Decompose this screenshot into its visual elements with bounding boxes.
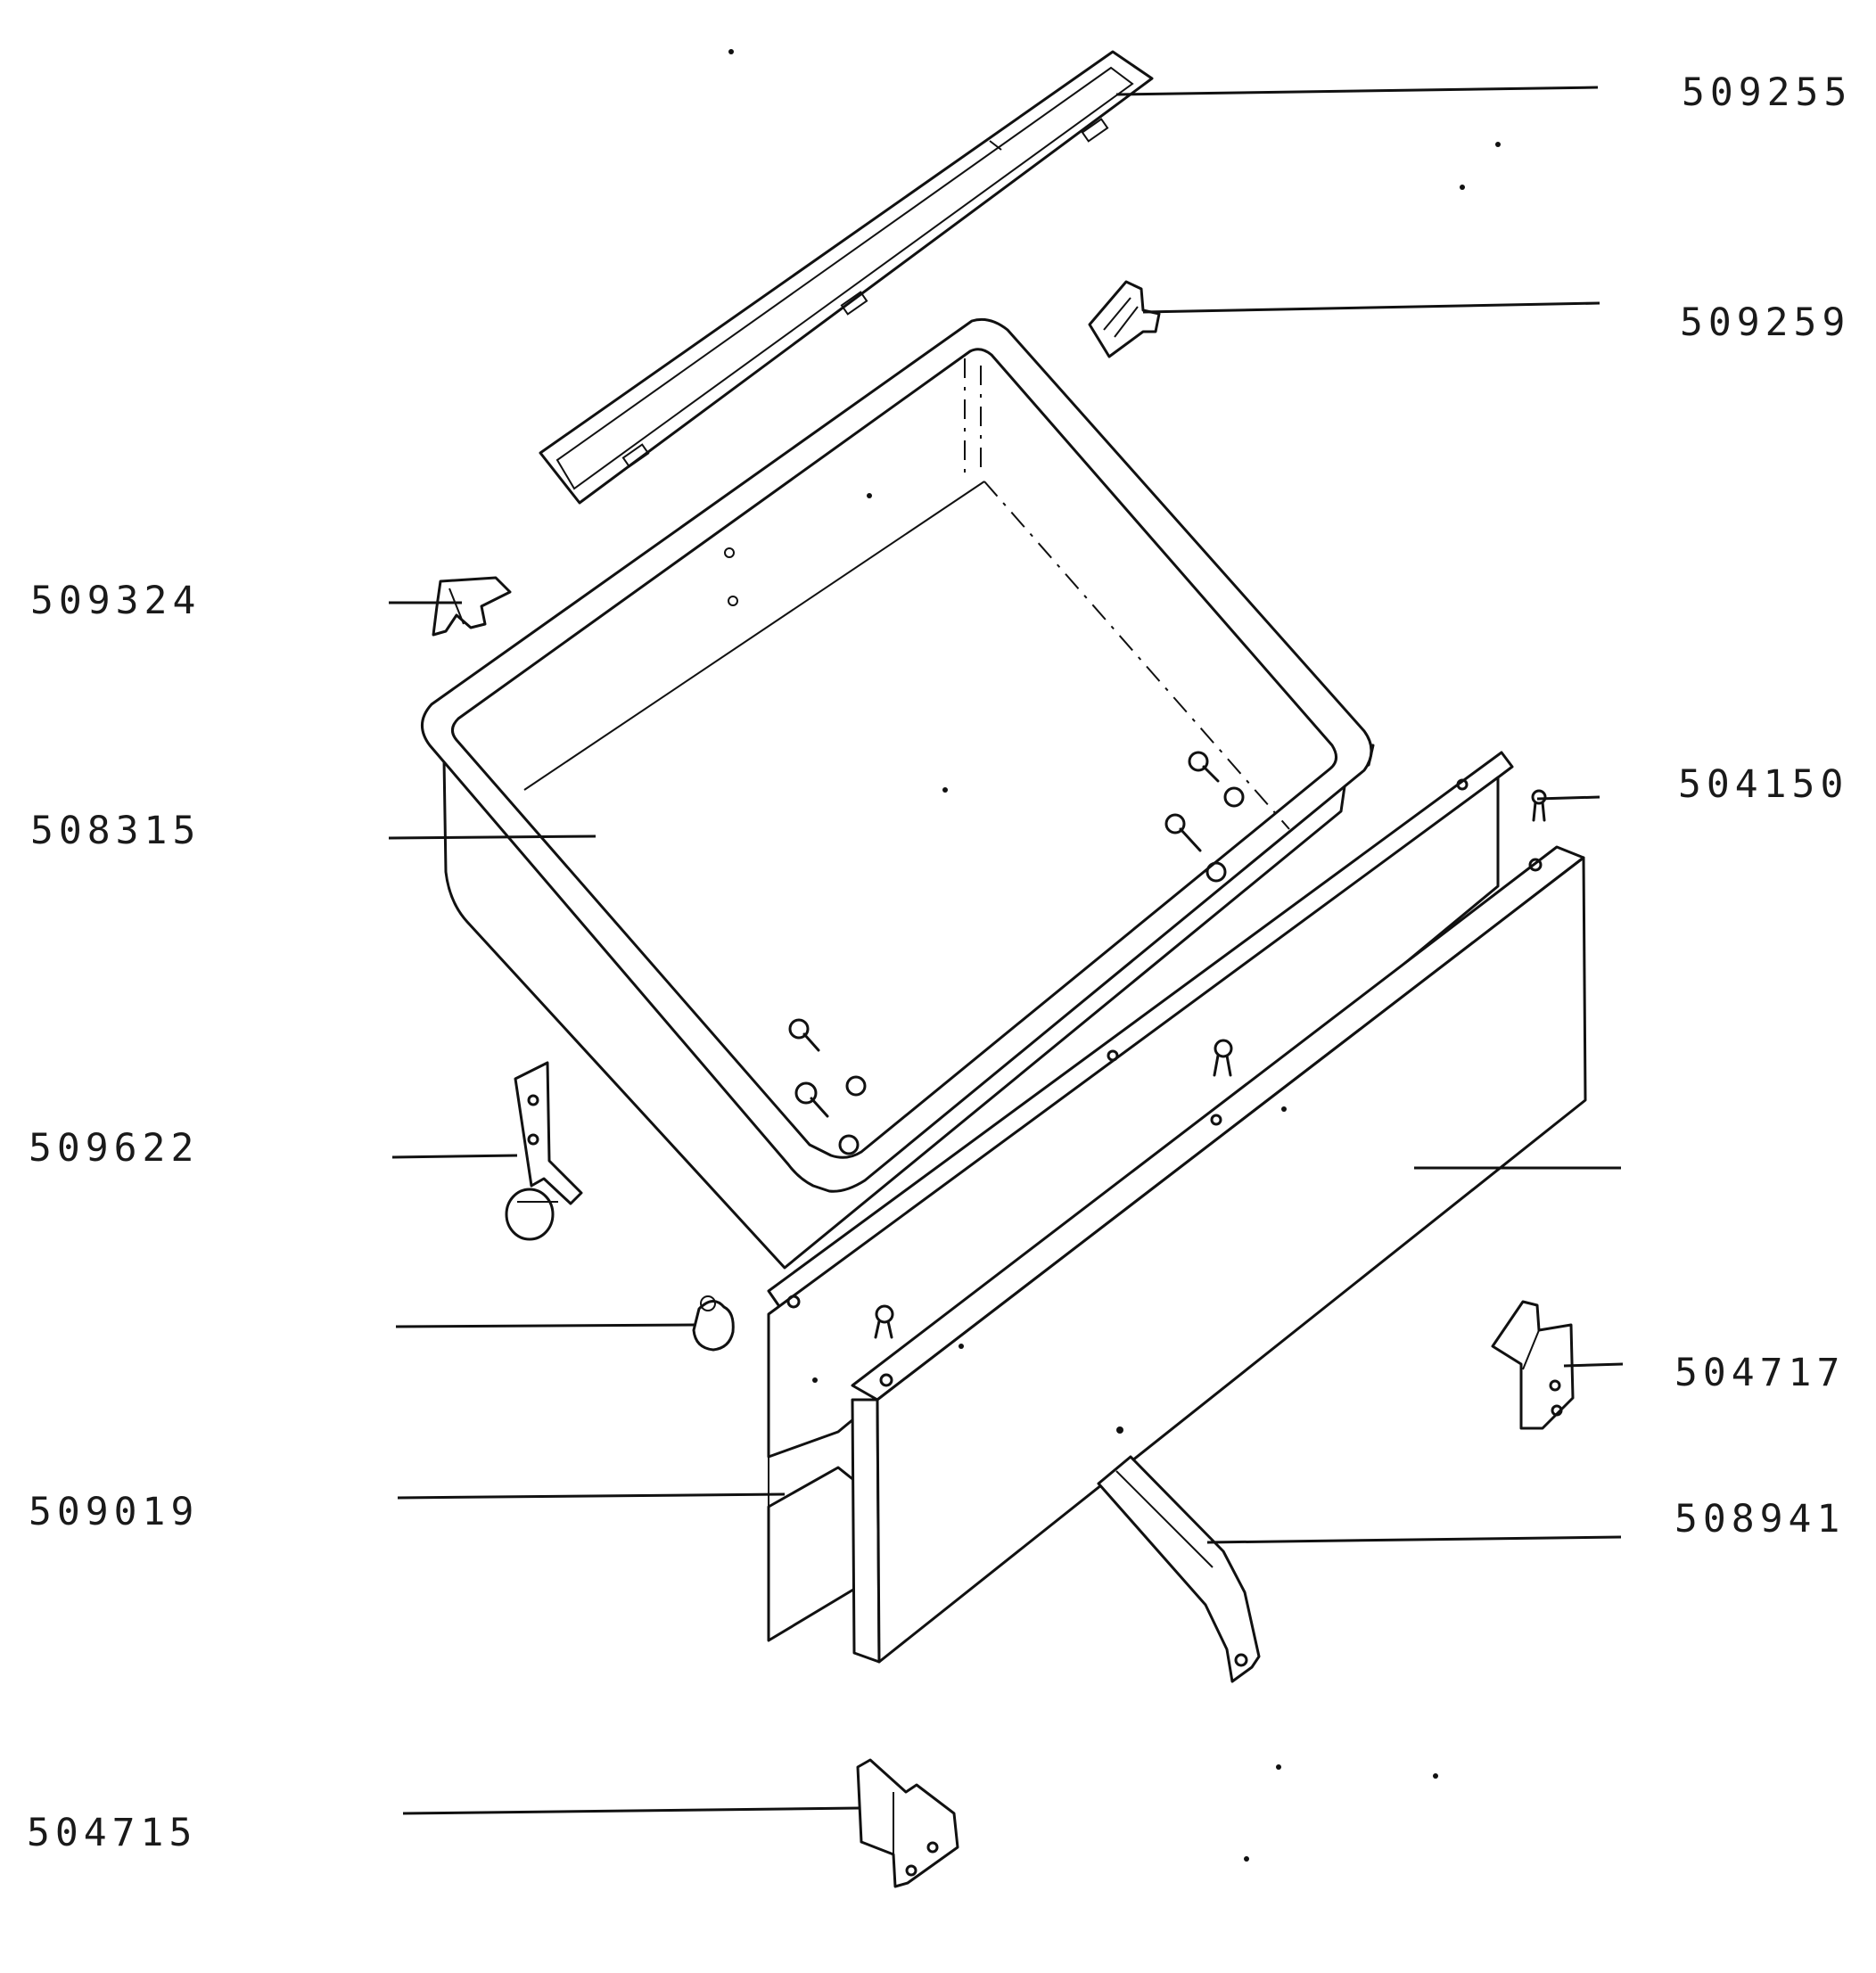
screw-upper-2	[1164, 813, 1202, 852]
screw-lower-2	[794, 1081, 829, 1118]
screw-lower-1	[788, 1018, 820, 1052]
hinge-bracket-504715	[856, 1758, 959, 1888]
leader-lines	[388, 86, 1624, 1815]
side-bracket-508941	[1097, 1455, 1261, 1683]
screw-upper-1	[1188, 751, 1220, 783]
hinge-bracket-504717	[1491, 1300, 1575, 1430]
part-label-509019: 509019	[29, 1490, 199, 1534]
plug-part	[692, 1295, 735, 1352]
hinge-clip-509259	[1088, 280, 1161, 358]
inner-tub	[421, 317, 1375, 1270]
part-label-504715: 504715	[27, 1811, 197, 1855]
part-label-509255: 509255	[1682, 70, 1852, 115]
part-label-509622: 509622	[29, 1126, 199, 1171]
pin-rail	[874, 1304, 894, 1339]
roller-bracket-509622	[505, 1061, 583, 1241]
part-label-509324: 509324	[30, 579, 201, 623]
front-outer-panel	[851, 845, 1587, 1664]
door-seal-strip	[539, 50, 1154, 505]
part-label-504150: 504150	[1678, 762, 1848, 807]
part-label-504717: 504717	[1674, 1351, 1845, 1395]
bracket-509324	[432, 576, 512, 637]
part-label-509259: 509259	[1680, 300, 1850, 345]
part-label-508941: 508941	[1674, 1497, 1845, 1541]
part-label-508315: 508315	[30, 809, 201, 853]
pin-front	[1213, 1039, 1233, 1077]
pin-504150	[1531, 789, 1547, 822]
